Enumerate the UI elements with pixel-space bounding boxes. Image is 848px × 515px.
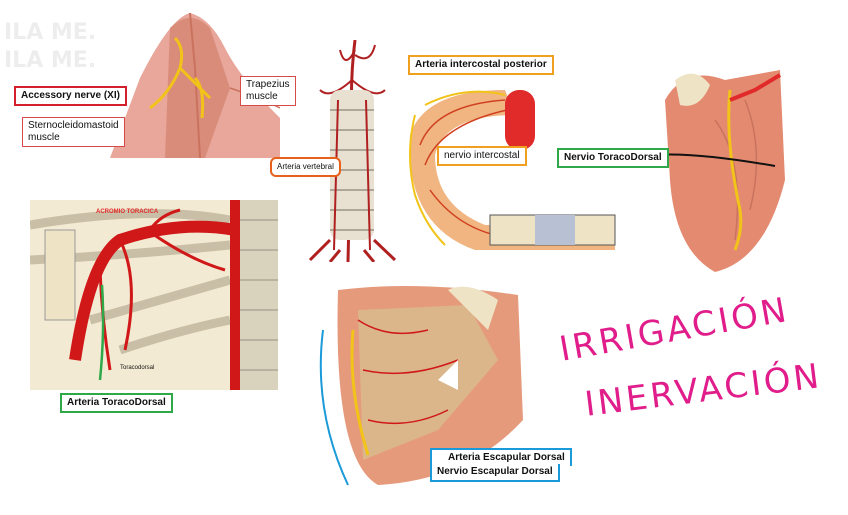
vertebral-column-illustration bbox=[300, 40, 400, 262]
label-acromio-toracica: ACROMIO TORACICA bbox=[96, 209, 159, 215]
label-sternocleidomastoid: Sternocleidomastoid muscle bbox=[22, 117, 125, 147]
latissimus-illustration bbox=[655, 60, 785, 272]
label-nervio-escapular-dorsal: Nervio Escapular Dorsal bbox=[430, 464, 560, 482]
label-nervio-intercostal: nervio intercostal bbox=[437, 146, 527, 166]
label-arteria-toracodorsal: Arteria ToracoDorsal bbox=[60, 393, 173, 413]
trapezius-illustration bbox=[110, 8, 280, 158]
label-toracodorsal-small: Toracodorsal bbox=[120, 365, 155, 371]
handwriting-irrigacion: IRRIGACIÓN bbox=[556, 289, 793, 370]
label-arteria-intercostal-posterior: Arteria intercostal posterior bbox=[408, 55, 554, 75]
label-arteria-escapular-dorsal: Arteria Escapular Dorsal bbox=[430, 448, 572, 466]
watermark: ILA ME. bbox=[4, 20, 97, 45]
label-nervio-toracodorsal: Nervio ToracoDorsal bbox=[557, 148, 669, 168]
scapula-posterior-illustration bbox=[318, 280, 533, 490]
label-accessory-nerve: Accessory nerve (XI) bbox=[14, 86, 127, 106]
watermark: ILA ME. bbox=[4, 48, 97, 73]
intercostal-illustration bbox=[395, 75, 635, 265]
label-trapezius-muscle: Trapezius muscle bbox=[240, 76, 296, 106]
handwriting-inervacion: INERVACIÓN bbox=[582, 356, 825, 425]
label-arteria-vertebral: Arteria vertebral bbox=[270, 157, 341, 177]
thoracic-arteries-illustration bbox=[30, 200, 278, 390]
